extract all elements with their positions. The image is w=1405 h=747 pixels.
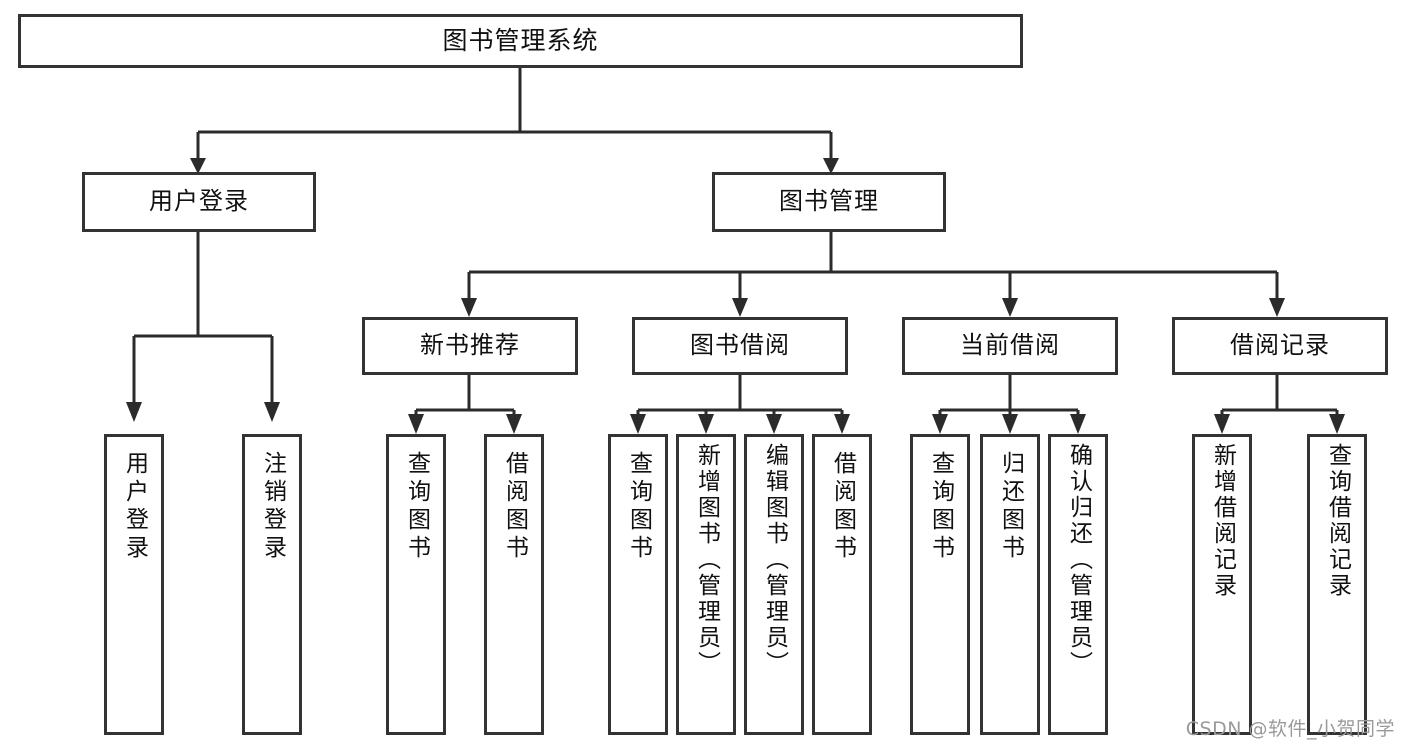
leaf-borrow-book-recommend[interactable]: 借阅图书 [484,434,544,735]
leaf-return-book[interactable]: 归还图书 [980,434,1040,735]
leaf-query-book-recommend[interactable]: 查询图书 [386,434,446,735]
node-new-book-recommend[interactable]: 新书推荐 [362,317,578,375]
node-borrow-record[interactable]: 借阅记录 [1172,317,1388,375]
node-label: 确认归还（管理员） [1065,443,1092,677]
node-user-login[interactable]: 用户登录 [82,172,316,232]
leaf-confirm-return-admin[interactable]: 确认归还（管理员） [1048,434,1108,735]
node-label: 借阅记录 [1230,331,1330,360]
leaf-user-logout[interactable]: 注销登录 [242,434,302,735]
watermark-text: CSDN @软件_小贺同学 [1185,718,1395,740]
node-label: 新书推荐 [420,331,520,360]
node-label: 用户登录 [121,451,148,563]
node-label: 查询图书 [625,451,652,563]
leaf-query-book-borrow[interactable]: 查询图书 [608,434,668,735]
leaf-add-book-admin[interactable]: 新增图书（管理员） [676,434,736,735]
node-root-book-management-system[interactable]: 图书管理系统 [18,14,1023,68]
node-label: 图书借阅 [690,331,790,360]
node-label: 查询图书 [927,451,954,563]
leaf-add-borrow-record[interactable]: 新增借阅记录 [1192,434,1252,735]
node-label: 新增借阅记录 [1209,443,1236,599]
node-label: 归还图书 [997,451,1024,563]
node-current-borrow[interactable]: 当前借阅 [902,317,1118,375]
node-book-management[interactable]: 图书管理 [712,172,946,232]
node-label: 借阅图书 [501,451,528,563]
node-label: 当前借阅 [960,331,1060,360]
node-label: 图书管理系统 [442,25,599,55]
node-label: 图书管理 [779,187,879,216]
node-book-borrow[interactable]: 图书借阅 [632,317,848,375]
node-label: 查询借阅记录 [1324,443,1351,599]
node-label: 借阅图书 [829,451,856,563]
leaf-query-borrow-record[interactable]: 查询借阅记录 [1307,434,1367,735]
leaf-user-login[interactable]: 用户登录 [104,434,164,735]
node-label: 新增图书（管理员） [693,443,720,677]
leaf-borrow-book[interactable]: 借阅图书 [812,434,872,735]
node-label: 编辑图书（管理员） [761,443,788,677]
leaf-query-book-current[interactable]: 查询图书 [910,434,970,735]
node-label: 查询图书 [403,451,430,563]
node-label: 注销登录 [259,451,286,563]
node-label: 用户登录 [149,187,249,216]
leaf-edit-book-admin[interactable]: 编辑图书（管理员） [744,434,804,735]
